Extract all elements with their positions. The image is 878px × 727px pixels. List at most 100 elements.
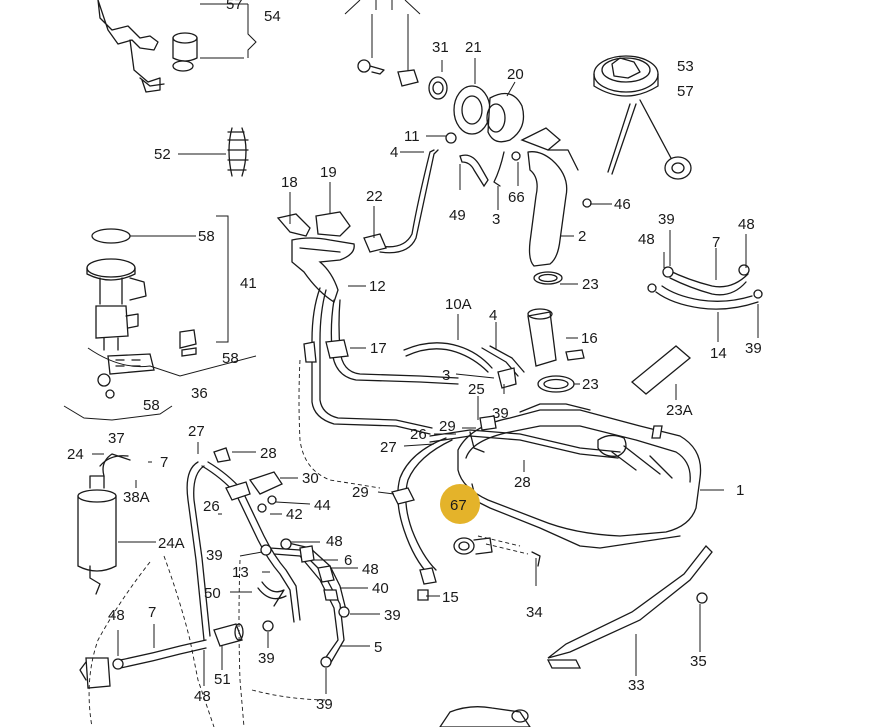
strap-33 bbox=[531, 545, 713, 669]
lower-left-hoses bbox=[79, 623, 244, 689]
label-39f: 39 bbox=[258, 650, 275, 667]
label-57b: 57 bbox=[677, 83, 694, 100]
part-67-grommet bbox=[453, 537, 493, 555]
label-25: 25 bbox=[468, 381, 485, 398]
label-30: 30 bbox=[302, 470, 319, 487]
fuel-pump-41 bbox=[86, 228, 197, 399]
label-1: 1 bbox=[736, 482, 744, 499]
leader-lines bbox=[92, 3, 759, 694]
filler-neck-2 bbox=[379, 127, 592, 285]
label-13: 13 bbox=[232, 564, 249, 581]
label-23a: 23 bbox=[582, 276, 599, 293]
label-38A: 38A bbox=[123, 489, 150, 506]
label-27b: 27 bbox=[188, 423, 205, 440]
label-23A: 23A bbox=[666, 402, 693, 419]
label-39e: 39 bbox=[384, 607, 401, 624]
label-24A: 24A bbox=[158, 535, 185, 552]
label-54: 54 bbox=[264, 8, 281, 25]
label-18: 18 bbox=[281, 174, 298, 191]
label-57a: 57 bbox=[226, 0, 243, 13]
label-20: 20 bbox=[507, 66, 524, 83]
label-58a: 58 bbox=[198, 228, 215, 245]
label-33: 33 bbox=[628, 677, 645, 694]
bottom-partial-part bbox=[439, 706, 531, 727]
label-19: 19 bbox=[320, 164, 337, 181]
label-41: 41 bbox=[240, 275, 257, 292]
label-22: 22 bbox=[366, 188, 383, 205]
label-11: 11 bbox=[404, 128, 420, 145]
label-28a: 28 bbox=[514, 474, 531, 491]
label-66: 66 bbox=[508, 189, 525, 206]
label-48a: 48 bbox=[638, 231, 655, 248]
strip-23A bbox=[630, 345, 692, 395]
label-58b: 58 bbox=[222, 350, 239, 367]
label-35: 35 bbox=[690, 653, 707, 670]
hoses-7-right bbox=[647, 264, 763, 310]
hoses-middle bbox=[303, 287, 525, 435]
part-labels: 57 54 31 21 20 53 57 11 4 52 66 46 18 19… bbox=[67, 0, 762, 713]
label-24: 24 bbox=[67, 446, 84, 463]
label-39a: 39 bbox=[658, 211, 675, 228]
label-48f: 48 bbox=[194, 688, 211, 705]
clip-52 bbox=[227, 127, 249, 177]
label-36: 36 bbox=[191, 385, 208, 402]
hose-16-clamps-23 bbox=[527, 308, 585, 393]
label-3a: 3 bbox=[492, 211, 500, 228]
label-4b: 4 bbox=[489, 307, 497, 324]
label-48c: 48 bbox=[326, 533, 343, 550]
label-42: 42 bbox=[286, 506, 303, 523]
label-7b: 7 bbox=[160, 454, 168, 471]
label-5: 5 bbox=[374, 639, 382, 656]
label-2: 2 bbox=[578, 228, 586, 245]
label-26a: 26 bbox=[410, 426, 427, 443]
hoses-lower-center bbox=[186, 447, 350, 668]
label-28b: 28 bbox=[260, 445, 277, 462]
label-29a: 29 bbox=[439, 418, 456, 435]
label-53: 53 bbox=[677, 58, 694, 75]
brackets-41-36-37 bbox=[63, 215, 257, 421]
label-16: 16 bbox=[581, 330, 598, 347]
label-39b: 39 bbox=[492, 405, 509, 422]
label-48b: 48 bbox=[738, 216, 755, 233]
label-48d: 48 bbox=[362, 561, 379, 578]
label-40: 40 bbox=[372, 580, 389, 597]
label-49: 49 bbox=[449, 207, 466, 224]
label-14: 14 bbox=[710, 345, 727, 362]
label-10A: 10A bbox=[445, 296, 472, 313]
label-6: 6 bbox=[344, 552, 352, 569]
label-52: 52 bbox=[154, 146, 171, 163]
top-center-small-parts bbox=[344, 0, 421, 87]
fuel-tank-1 bbox=[457, 403, 702, 549]
label-39c: 39 bbox=[745, 340, 762, 357]
label-50: 50 bbox=[204, 585, 221, 602]
label-7c: 7 bbox=[148, 604, 156, 621]
label-15: 15 bbox=[442, 589, 459, 606]
label-46: 46 bbox=[614, 196, 631, 213]
label-31: 31 bbox=[432, 39, 449, 56]
label-51: 51 bbox=[214, 671, 231, 688]
label-12: 12 bbox=[369, 278, 386, 295]
top-left-pump-assembly bbox=[97, 0, 198, 93]
label-27a: 27 bbox=[380, 439, 397, 456]
label-4a: 4 bbox=[390, 144, 398, 161]
label-37: 37 bbox=[108, 430, 125, 447]
hoses-26-27-28-29 bbox=[391, 415, 621, 601]
label-21: 21 bbox=[465, 39, 482, 56]
parts-31-21-20 bbox=[428, 58, 525, 143]
label-23b: 23 bbox=[582, 376, 599, 393]
fuel-filter-24A bbox=[77, 453, 131, 595]
dashed-guide-lines bbox=[88, 359, 529, 727]
label-26b: 26 bbox=[203, 498, 220, 515]
label-48e: 48 bbox=[108, 607, 125, 624]
label-44: 44 bbox=[314, 497, 331, 514]
label-67-highlighted: 67 bbox=[450, 497, 467, 514]
highlight-67-marker bbox=[440, 484, 480, 524]
label-7a: 7 bbox=[712, 234, 720, 251]
label-3b: 3 bbox=[442, 367, 450, 384]
label-39d: 39 bbox=[206, 547, 223, 564]
label-39g: 39 bbox=[316, 696, 333, 713]
label-17: 17 bbox=[370, 340, 387, 357]
label-58c: 58 bbox=[143, 397, 160, 414]
